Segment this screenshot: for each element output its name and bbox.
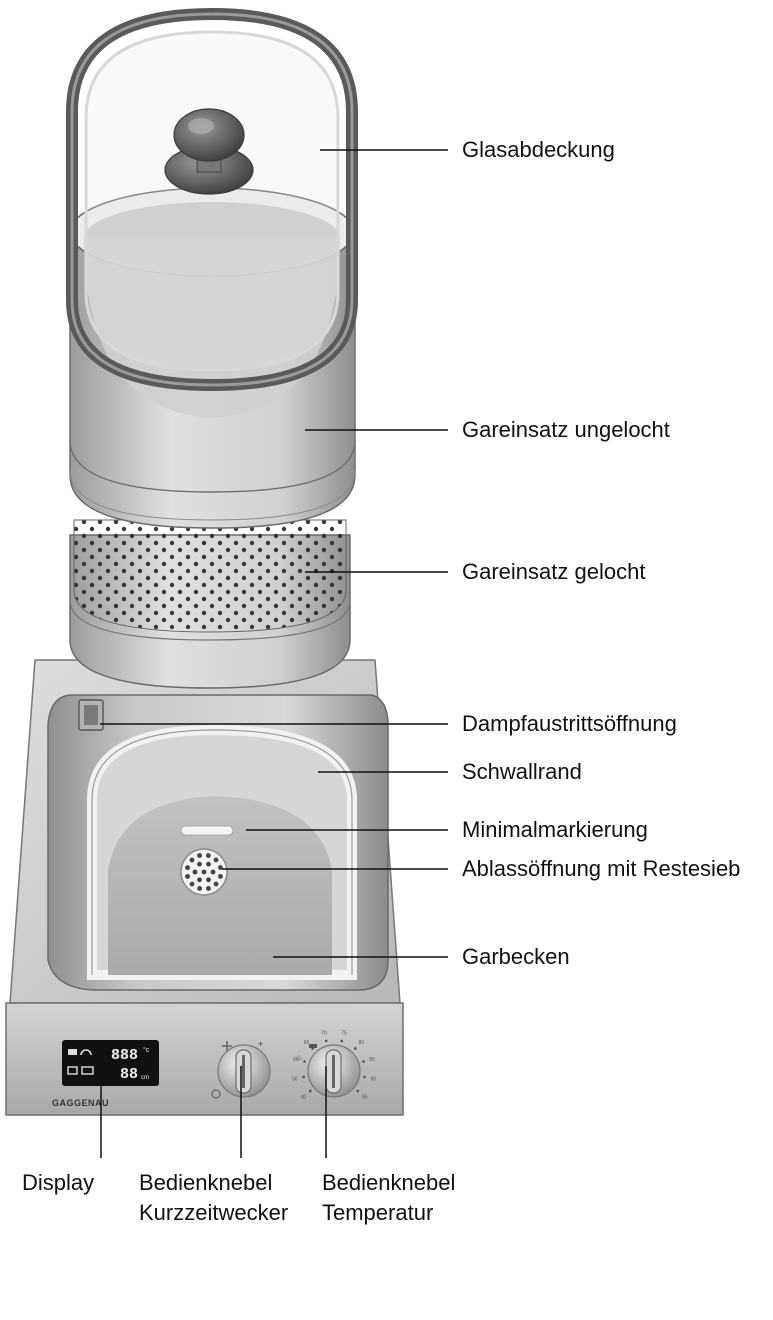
- label-temperature-knob: Bedienknebel Temperatur: [322, 1168, 455, 1229]
- leader-lines: [100, 149, 448, 1158]
- sieve-hole: [210, 869, 216, 875]
- svg-text:♨: ♨: [296, 1053, 303, 1062]
- temp-scale-label: 65: [304, 1040, 310, 1046]
- sieve-hole: [205, 853, 211, 858]
- temp-scale-label: 95: [362, 1095, 368, 1101]
- control-panel: 888 °c 88 cm GAGGENAU + 40 50 60 65 70 75 80 85…: [5, 1002, 404, 1116]
- glass-cover: [66, 7, 358, 392]
- brand-logo: GAGGENAU: [52, 1098, 109, 1108]
- insert-perforated: [69, 519, 351, 689]
- label-insert-perforated: Gareinsatz gelocht: [462, 559, 646, 584]
- svg-text:+: +: [258, 1039, 263, 1049]
- sieve-hole: [197, 861, 202, 867]
- minimum-mark: [180, 825, 234, 836]
- temp-scale-dot: [308, 1089, 312, 1093]
- label-display: Display: [22, 1168, 94, 1198]
- sieve-hole: [197, 853, 202, 858]
- temp-scale-dot: [324, 1039, 328, 1043]
- sieve-hole: [206, 886, 211, 891]
- temp-scale-label: 80: [359, 1040, 365, 1046]
- sieve-hole: [206, 861, 211, 867]
- temp-scale-dot: [302, 1075, 305, 1079]
- sieve-hole: [206, 877, 211, 883]
- sieve-hole: [218, 873, 223, 879]
- label-surge-rim: Schwallrand: [462, 759, 582, 784]
- drain-sieve: [180, 848, 228, 896]
- sieve-hole: [192, 869, 198, 875]
- display-segment-top-unit: °c: [143, 1046, 150, 1054]
- cooking-basin: [47, 694, 389, 991]
- temp-scale-label: 70: [321, 1030, 327, 1036]
- timer-knob[interactable]: +: [211, 1039, 271, 1099]
- temp-scale-dot: [353, 1047, 357, 1050]
- sieve-hole: [218, 865, 223, 870]
- steam-outlet: [78, 699, 104, 731]
- label-timer-knob-line1: Bedienknebel: [139, 1170, 273, 1195]
- glass-cover-knob: [164, 108, 254, 195]
- temperature-knob[interactable]: 40 50 60 65 70 75 80 85 90 95 ♨: [292, 1030, 376, 1100]
- display-segment-bottom: 88: [120, 1066, 138, 1083]
- display-segment-top: 888: [111, 1047, 138, 1064]
- label-timer-knob-line2: Kurzzeitwecker: [139, 1200, 289, 1226]
- label-temperature-knob-line1: Bedienknebel: [322, 1170, 456, 1195]
- temp-scale-label: 60: [293, 1057, 299, 1063]
- label-glass-cover: Glasabdeckung: [462, 137, 615, 162]
- label-cooking-basin: Garbecken: [462, 944, 570, 969]
- sieve-hole: [189, 881, 195, 887]
- sieve-hole: [197, 877, 202, 883]
- sieve-hole: [185, 865, 190, 871]
- temp-scale-label: 40: [301, 1095, 307, 1101]
- temp-scale-dot: [356, 1089, 360, 1093]
- label-drain-with-sieve: Ablassöffnung mit Restesieb: [462, 856, 741, 881]
- label-steam-outlet: Dampfaustrittsöffnung: [462, 711, 677, 736]
- display-segment-bottom-unit: cm: [141, 1075, 149, 1081]
- sieve-hole: [213, 857, 219, 863]
- temp-scale-label: 85: [369, 1057, 375, 1063]
- display: 888 °c 88 cm: [62, 1040, 159, 1086]
- temp-scale-label: 50: [292, 1077, 298, 1083]
- temp-scale-dot: [363, 1075, 366, 1079]
- sieve-hole: [189, 857, 195, 863]
- sieve-hole: [185, 874, 190, 879]
- label-minimum-mark: Minimalmarkierung: [462, 817, 648, 842]
- temp-scale-label: 90: [370, 1077, 376, 1083]
- temp-scale-dot: [303, 1060, 306, 1063]
- label-insert-unperforated: Gareinsatz ungelocht: [462, 417, 670, 442]
- temp-scale-label: 75: [341, 1030, 347, 1036]
- sieve-hole: [197, 886, 203, 891]
- label-timer-knob: Bedienknebel Kurzzeitwecker: [139, 1168, 288, 1229]
- temp-scale-dot: [362, 1060, 365, 1063]
- temp-scale-dot: [340, 1039, 344, 1043]
- label-display-text: Display: [22, 1170, 95, 1195]
- sieve-hole: [213, 881, 219, 887]
- label-temperature-knob-line2: Temperatur: [322, 1200, 434, 1226]
- sieve-hole: [201, 869, 207, 875]
